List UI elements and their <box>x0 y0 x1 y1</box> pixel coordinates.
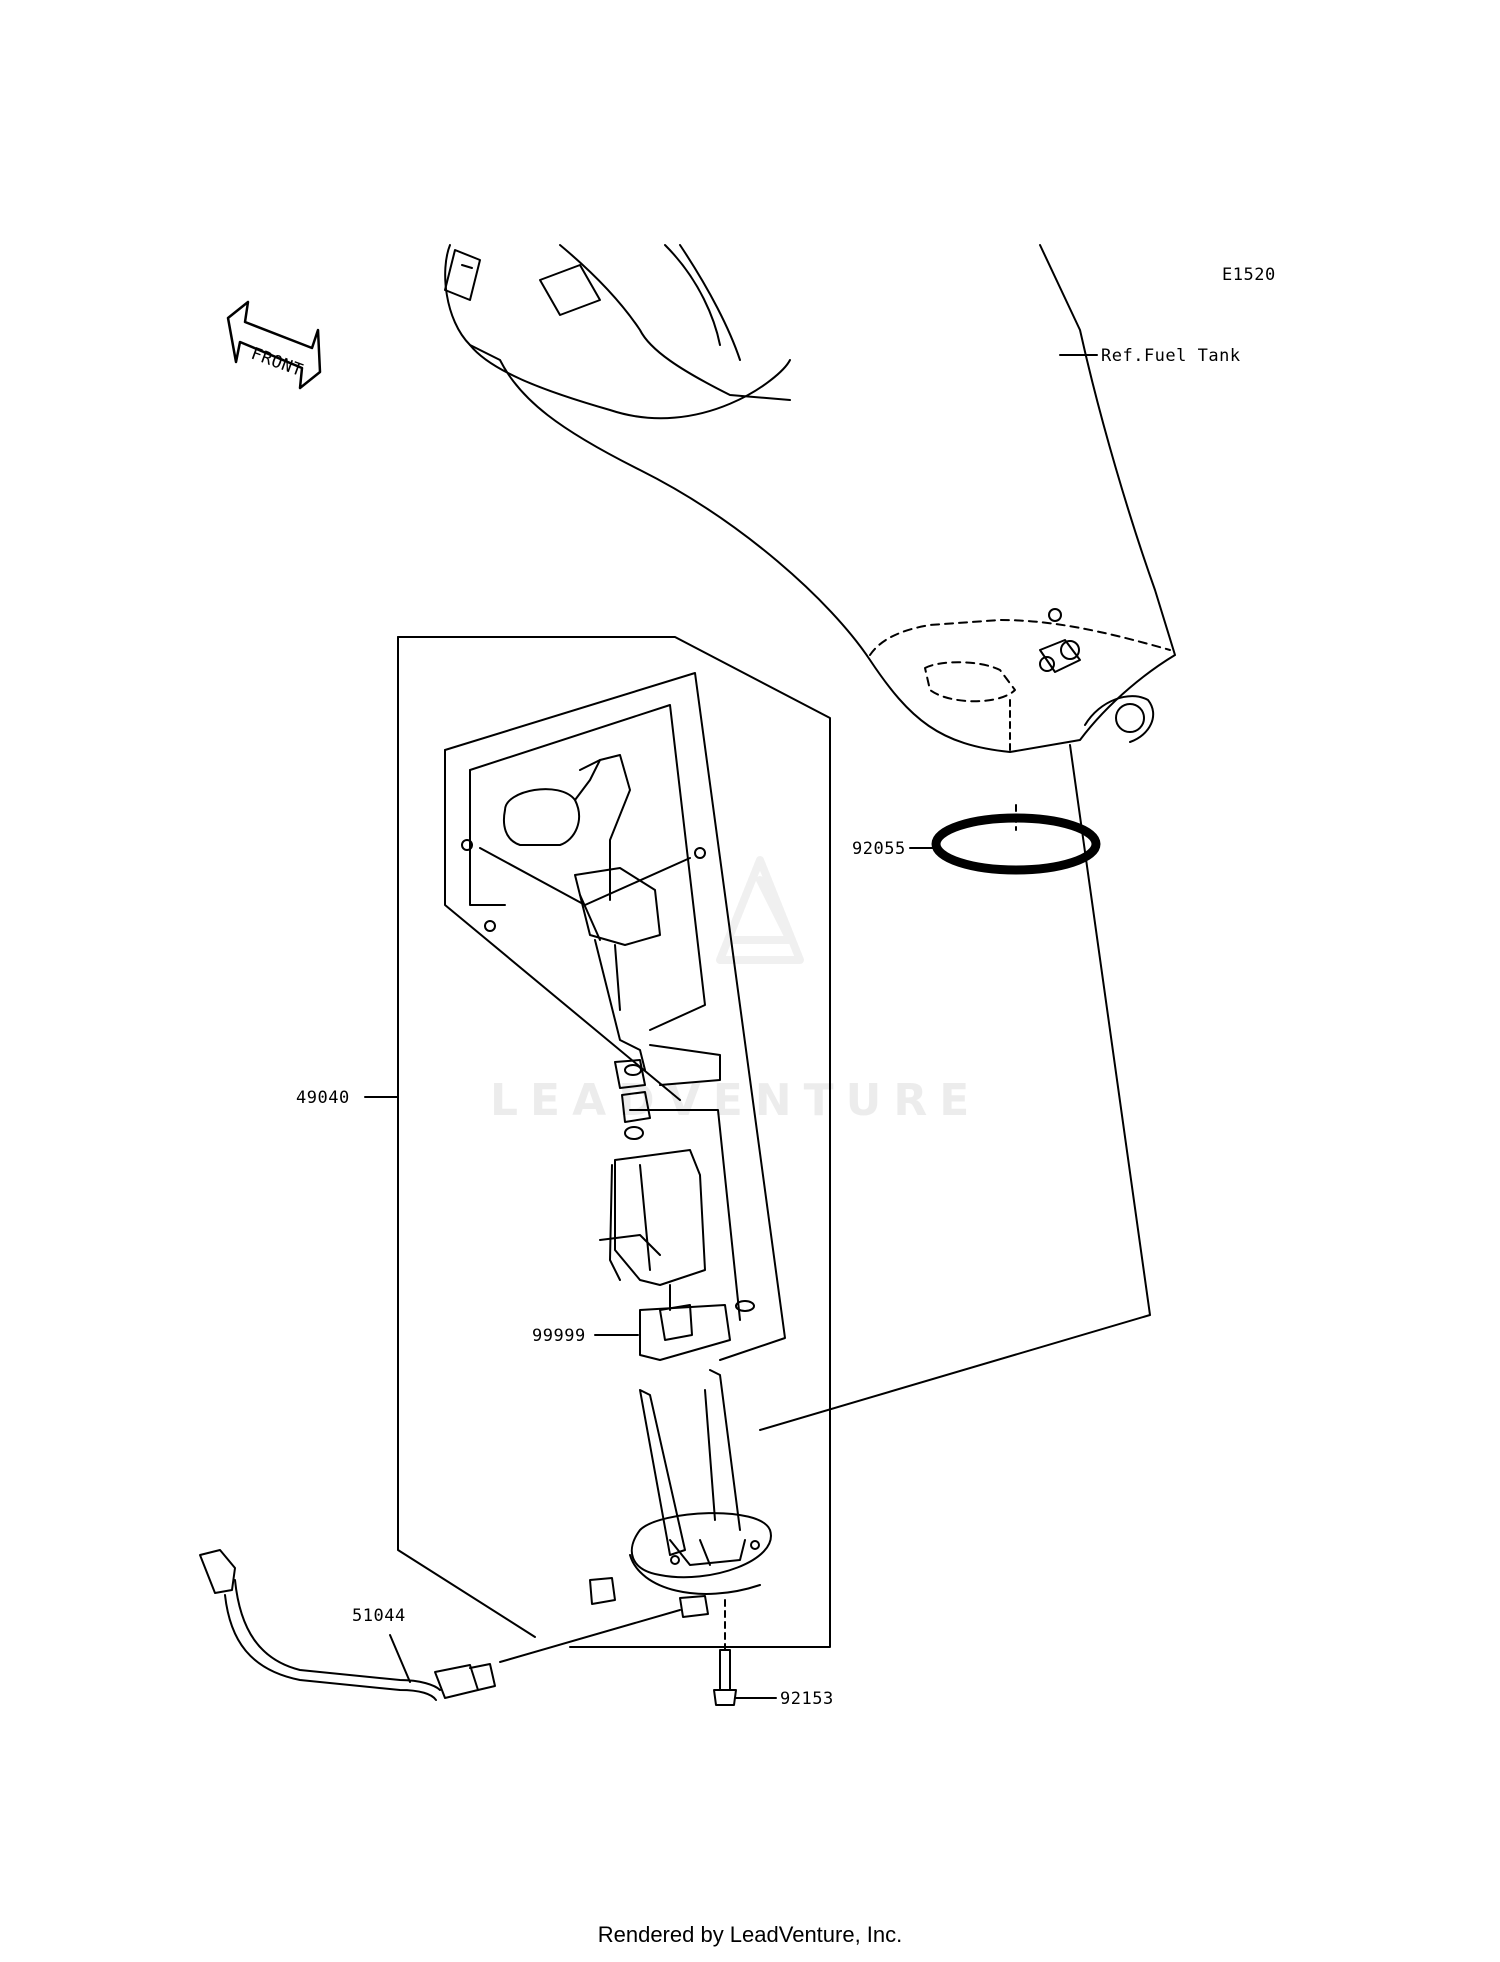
fuel-pump <box>599 1059 706 1311</box>
callout-99999: 99999 <box>532 1326 586 1346</box>
watermark: LEADVENTURE <box>490 856 981 1126</box>
front-arrow-icon <box>226 300 322 390</box>
callout-92055: 92055 <box>852 839 906 859</box>
callout-51044: 51044 <box>352 1606 406 1626</box>
tank-leader <box>759 744 1151 1431</box>
wire-harness <box>199 1549 709 1701</box>
ref-fuel-tank-label: Ref.Fuel Tank <box>1101 346 1241 366</box>
footer-credit: Rendered by LeadVenture, Inc. <box>597 1922 903 1947</box>
diagram-code: E1520 <box>1222 265 1276 285</box>
watermark-text: LEADVENTURE <box>490 1075 981 1126</box>
filter-99999 <box>594 1300 755 1361</box>
callout-92153: 92153 <box>780 1689 834 1709</box>
o-ring <box>909 804 1101 875</box>
callout-49040: 49040 <box>296 1088 350 1108</box>
pump-subpanels <box>444 672 786 1361</box>
bolt <box>713 1599 777 1706</box>
fuel-level-sender <box>461 754 706 1071</box>
pump-flange <box>629 1369 772 1595</box>
pump-assembly-box <box>364 636 831 1648</box>
fuel-tank <box>444 244 1176 753</box>
front-label: FRONT <box>248 344 305 381</box>
